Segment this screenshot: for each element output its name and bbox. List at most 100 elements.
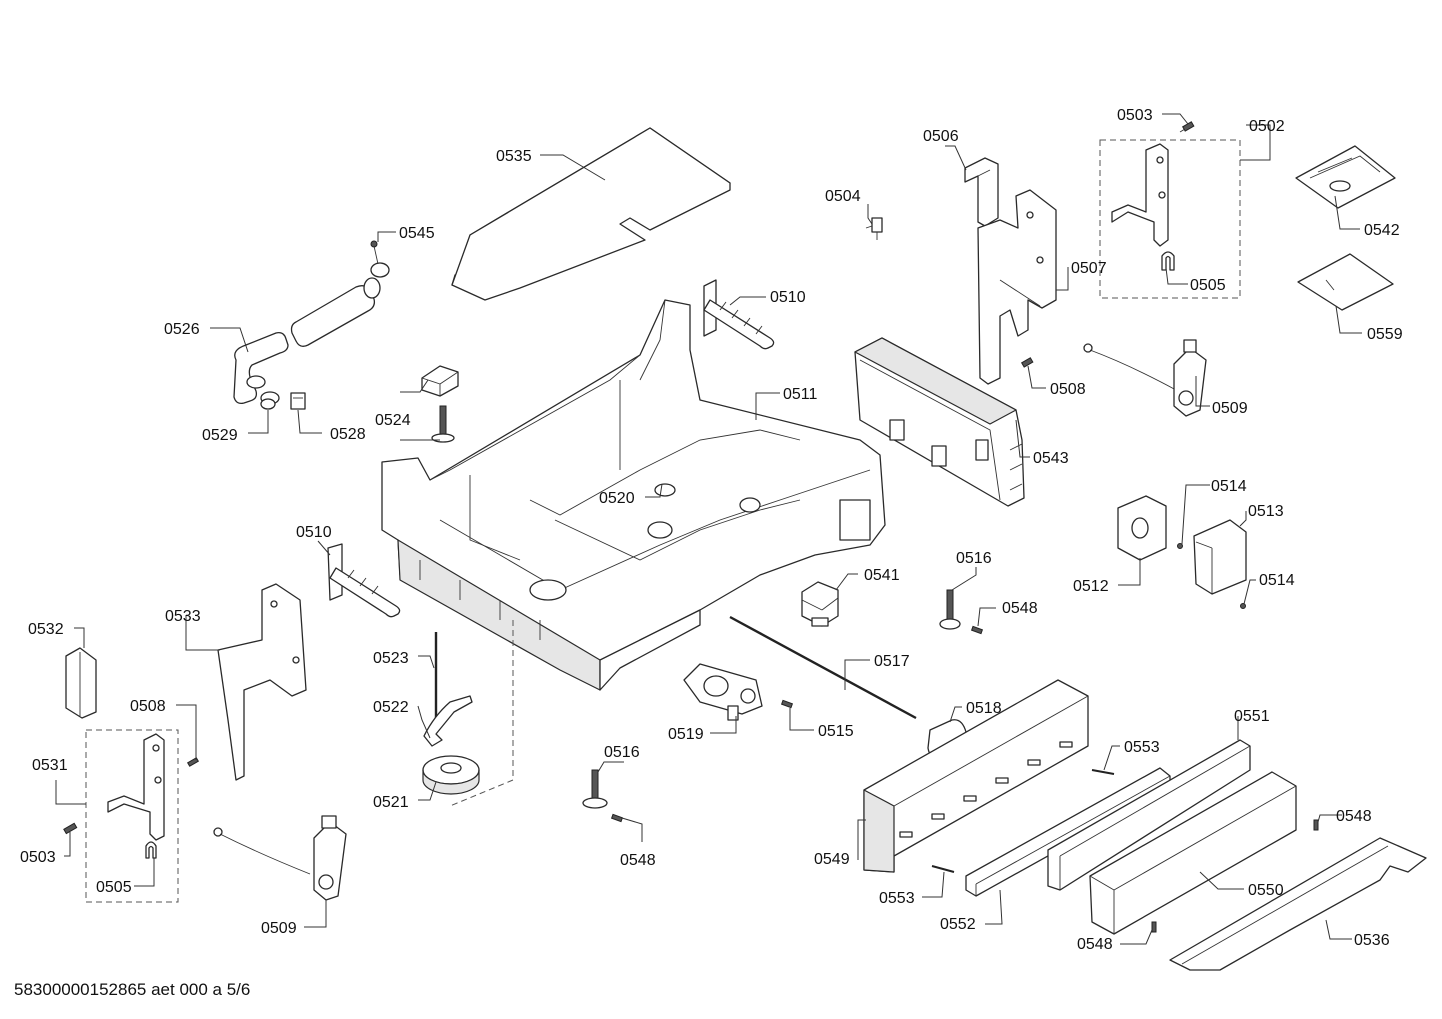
part-0531-group [85, 729, 179, 903]
part-0508-screw-upper [1020, 357, 1034, 368]
label-0532: 0532 [28, 621, 64, 638]
label-0512: 0512 [1073, 578, 1109, 595]
label-0533: 0533 [165, 608, 201, 625]
label-0548-a: 0548 [1002, 600, 1038, 617]
part-0509-sensor-lower [213, 815, 347, 901]
label-0508-upper: 0508 [1050, 381, 1086, 398]
part-0548-screw-c [1313, 819, 1319, 831]
part-0529-clamp [260, 391, 280, 410]
label-0518: 0518 [966, 700, 1002, 717]
part-0550-panel [1089, 771, 1297, 935]
drawing-reference-footer: 58300000152865 aet 000 a 5/6 [14, 980, 251, 999]
label-0519: 0519 [668, 726, 704, 743]
part-0509-sensor-upper [1083, 339, 1207, 417]
label-0541: 0541 [864, 567, 900, 584]
label-0516-center: 0516 [604, 744, 640, 761]
label-0526: 0526 [164, 321, 200, 338]
part-0513-cover [1193, 519, 1247, 595]
label-0514-lower: 0514 [1259, 572, 1295, 589]
label-0545: 0545 [399, 225, 435, 242]
part-0553-screw-b [931, 865, 955, 873]
label-0515: 0515 [818, 723, 854, 740]
label-0549: 0549 [814, 851, 850, 868]
label-0507: 0507 [1071, 260, 1107, 277]
part-0521-disc [422, 755, 480, 795]
label-0551: 0551 [1234, 708, 1270, 725]
label-0513: 0513 [1248, 503, 1284, 520]
part-0517-rod [729, 615, 917, 720]
part-0535-plate [451, 127, 731, 301]
label-0552: 0552 [940, 916, 976, 933]
label-0509-upper: 0509 [1212, 400, 1248, 417]
part-0543-module [854, 337, 1025, 507]
label-0517: 0517 [874, 653, 910, 670]
label-0516-right: 0516 [956, 550, 992, 567]
part-0516-foot-right [939, 589, 961, 630]
label-0506: 0506 [923, 128, 959, 145]
part-0553-screw-a [1091, 769, 1115, 775]
leader-lines [55, 113, 1362, 945]
part-0536-plate [1169, 837, 1427, 971]
part-0514-screw-upper [1177, 543, 1183, 549]
part-0559-bag [1297, 253, 1394, 311]
label-0509-lower: 0509 [261, 920, 297, 937]
part-0519-valve [683, 663, 763, 721]
label-0553-b: 0553 [879, 890, 915, 907]
label-0502: 0502 [1249, 118, 1285, 135]
label-0524: 0524 [375, 412, 411, 429]
label-0508-lower: 0508 [130, 698, 166, 715]
part-0522-arm [423, 695, 473, 747]
part-0548-screw-a [970, 625, 984, 635]
part-0526-hose [233, 277, 381, 405]
label-0505-lower: 0505 [96, 879, 132, 896]
part-0532-handle [65, 647, 97, 719]
label-0510-upper: 0510 [770, 289, 806, 306]
label-0521: 0521 [373, 794, 409, 811]
label-0522: 0522 [373, 699, 409, 716]
label-0559: 0559 [1367, 326, 1403, 343]
part-0503-screw-upper [1179, 121, 1195, 133]
part-0507-bracket [977, 189, 1057, 385]
part-0508-screw-lower [186, 757, 200, 767]
label-0529: 0529 [202, 427, 238, 444]
part-0548-screw-b [610, 813, 624, 823]
label-0548-b: 0548 [620, 852, 656, 869]
label-0550: 0550 [1248, 882, 1284, 899]
part-0505-clip-lower [145, 841, 157, 859]
label-0536: 0536 [1354, 932, 1390, 949]
part-0502-group [1099, 139, 1241, 299]
part-0516-foot-center [582, 769, 608, 809]
label-0505-upper: 0505 [1190, 277, 1226, 294]
part-0510-spring-upper [703, 279, 775, 350]
part-0528-clip [290, 392, 306, 410]
part-0524-block-screw [421, 365, 459, 443]
label-0531: 0531 [32, 757, 68, 774]
part-0504 [865, 217, 883, 240]
callout-labels: 0535 0545 0526 0529 0528 0524 0510 0511 … [20, 107, 1403, 953]
label-0520: 0520 [599, 490, 635, 507]
part-0505-clip-upper [1161, 251, 1175, 271]
label-0553-a: 0553 [1124, 739, 1160, 756]
label-0514-upper: 0514 [1211, 478, 1247, 495]
part-0506-bracket [964, 157, 999, 227]
label-0510-lower: 0510 [296, 524, 332, 541]
part-0533-bracket [217, 583, 307, 781]
part-0548-screw-d [1151, 921, 1157, 933]
part-0549-panel [863, 679, 1089, 873]
label-0548-c: 0548 [1336, 808, 1372, 825]
part-base-tub [381, 299, 886, 691]
label-0542: 0542 [1364, 222, 1400, 239]
part-0542-bag [1295, 145, 1396, 209]
label-0535: 0535 [496, 148, 532, 165]
label-0523: 0523 [373, 650, 409, 667]
part-0510-spring-lower [327, 543, 401, 618]
part-0545-clamp [370, 240, 390, 278]
label-0528: 0528 [330, 426, 366, 443]
guide-line-tub [449, 620, 514, 807]
part-0514-screw-lower [1240, 603, 1246, 609]
part-0551-panel [1047, 739, 1251, 891]
label-0504: 0504 [825, 188, 861, 205]
part-0515-screw [780, 699, 794, 709]
label-0543: 0543 [1033, 450, 1069, 467]
part-0512-bracket [1117, 495, 1167, 561]
